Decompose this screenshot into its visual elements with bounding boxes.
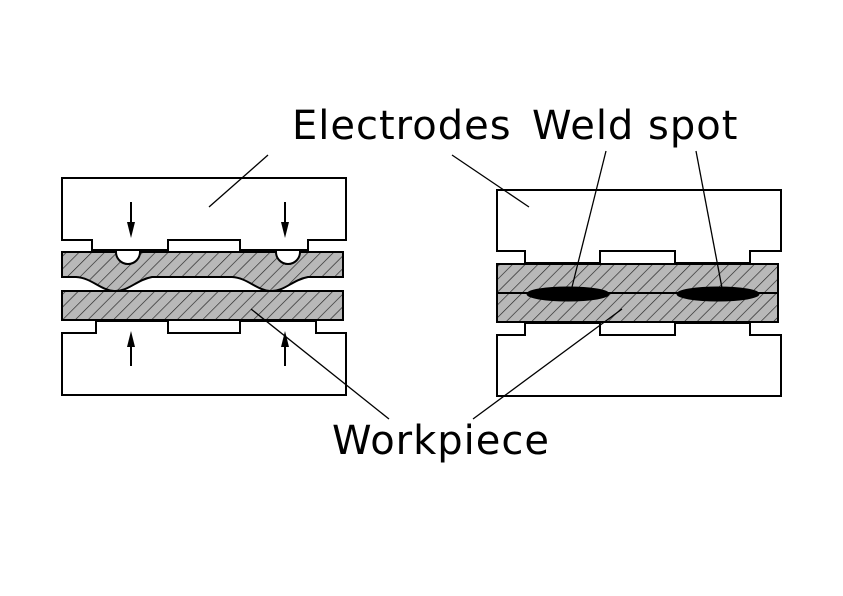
weld-nugget [526,286,610,302]
left-assembly [61,177,347,396]
left-upper-workpiece [61,251,344,293]
workpiece-leader-right [472,308,623,420]
weld-spot-leader-right [695,150,723,289]
right-upper-electrode [496,189,782,264]
electrodes-leader-right [451,154,530,208]
workpiece-leader-left [250,308,390,420]
electrodes-label: Electrodes [292,103,512,149]
left-upper-electrode [61,177,347,251]
weld-spot-label: Weld spot [532,103,738,149]
workpiece-label: Workpiece [332,418,550,464]
right-assembly [496,189,782,397]
left-lower-electrode [61,320,347,396]
weld-spot-leader-left [571,150,607,288]
up-arrow-icon [281,331,289,366]
leader-lines [208,150,723,420]
left-lower-workpiece [61,290,344,321]
weld-nugget [676,286,760,302]
down-arrow-icon [281,202,289,238]
up-arrow-icon [127,331,135,366]
down-arrow-icon [127,202,135,238]
right-lower-electrode [496,322,782,397]
electrodes-leader-left [208,154,269,208]
